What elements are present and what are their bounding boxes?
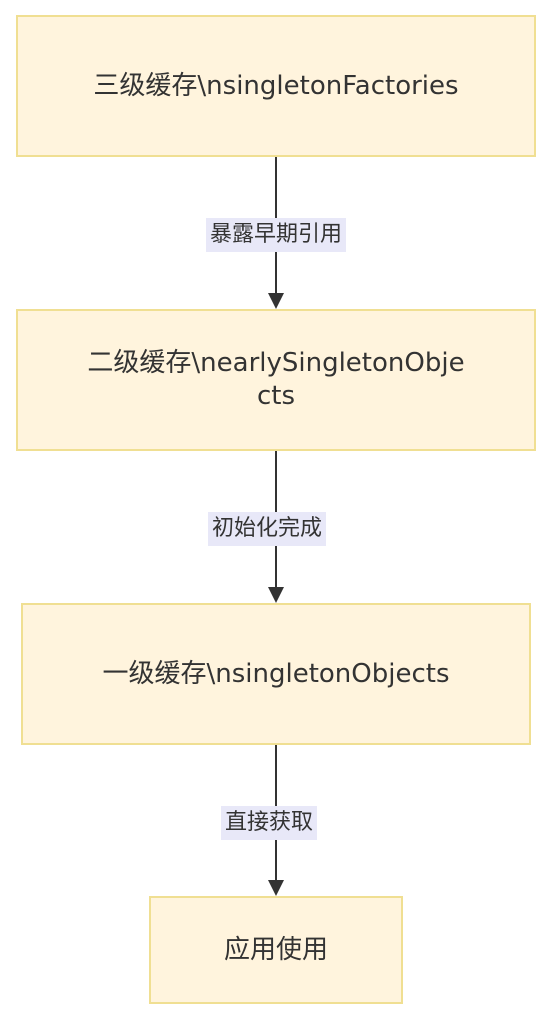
arrow-down-icon [268,880,284,896]
arrow-down-icon [268,587,284,603]
node-tier2-cache: 二级缓存\nearlySingletonObjects [16,309,536,451]
arrow-down-icon [268,293,284,309]
node-tier2-label: 二级缓存\nearlySingletonObjects [87,348,465,411]
node-app-use-label: 应用使用 [223,934,328,965]
node-tier3-label: 三级缓存\nsingletonFactories [93,70,459,101]
edge-label-init-complete: 初始化完成 [207,512,327,546]
node-app-use: 应用使用 [149,896,403,1004]
node-tier1-label: 一级缓存\nsingletonObjects [102,658,450,689]
edge-label-direct-get: 直接获取 [220,806,318,840]
node-tier1-cache: 一级缓存\nsingletonObjects [21,603,531,745]
edge-label-expose-early-ref: 暴露早期引用 [205,218,347,252]
node-tier3-cache: 三级缓存\nsingletonFactories [16,15,536,157]
